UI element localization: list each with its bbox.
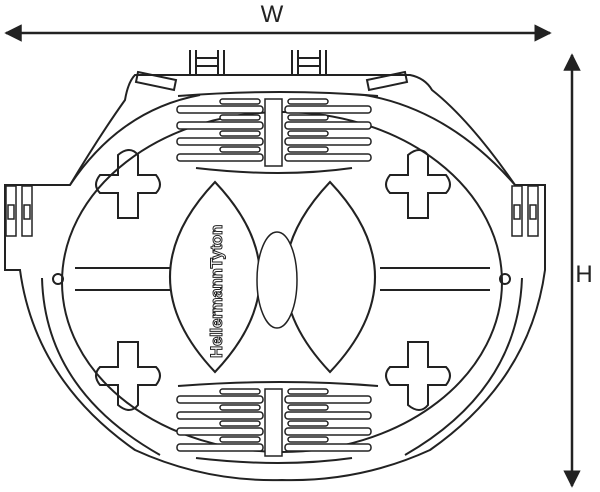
splice-plate[interactable] (176, 153, 264, 162)
splice-holder (287, 404, 329, 411)
splice-plate[interactable] (284, 121, 372, 130)
splice-plate[interactable] (176, 395, 264, 404)
splice-holder (287, 388, 329, 395)
plate-housing-top (177, 91, 379, 174)
splice-holder (287, 114, 329, 121)
splice-holder (287, 98, 329, 105)
splice-holder (219, 404, 261, 411)
splice-plate[interactable] (176, 443, 264, 452)
splice-plate[interactable] (176, 427, 264, 436)
splice-holder (219, 130, 261, 137)
mount-hole-left (52, 273, 64, 285)
plate-housing-bottom (177, 381, 379, 464)
splice-holder (219, 146, 261, 153)
left-lens (169, 180, 261, 374)
splice-holder (287, 420, 329, 427)
width-label: W (261, 1, 284, 28)
splice-holder (219, 388, 261, 395)
splice-plate[interactable] (176, 105, 264, 114)
splice-holder (287, 146, 329, 153)
splice-plate[interactable] (284, 411, 372, 420)
splice-plate[interactable] (284, 395, 372, 404)
height-label: H (575, 261, 592, 288)
splice-plate[interactable] (284, 153, 372, 162)
brand-logo: HellermannTyton (207, 225, 226, 358)
center-lens (256, 231, 298, 329)
splice-plate-stacks (176, 91, 379, 464)
splice-plate[interactable] (284, 137, 372, 146)
splice-holder (219, 420, 261, 427)
tray-outline (4, 74, 546, 482)
splice-plate[interactable] (176, 137, 264, 146)
splice-plate[interactable] (284, 427, 372, 436)
cable-cross-clips (95, 149, 451, 411)
center-bar (75, 267, 490, 291)
inner-ring (41, 94, 523, 456)
mount-hole-right (499, 273, 511, 285)
side-connectors (5, 185, 539, 237)
plate-divider (264, 98, 283, 167)
splice-plate[interactable] (284, 443, 372, 452)
splice-holder (219, 436, 261, 443)
splice-plate[interactable] (176, 411, 264, 420)
splice-plate[interactable] (176, 121, 264, 130)
splice-holder (287, 436, 329, 443)
splice-holder (219, 114, 261, 121)
top-connectors (134, 50, 409, 92)
splice-plate[interactable] (284, 105, 372, 114)
splice-holder (287, 130, 329, 137)
plate-divider (264, 388, 283, 457)
splice-holder (219, 98, 261, 105)
right-lens (284, 180, 376, 374)
